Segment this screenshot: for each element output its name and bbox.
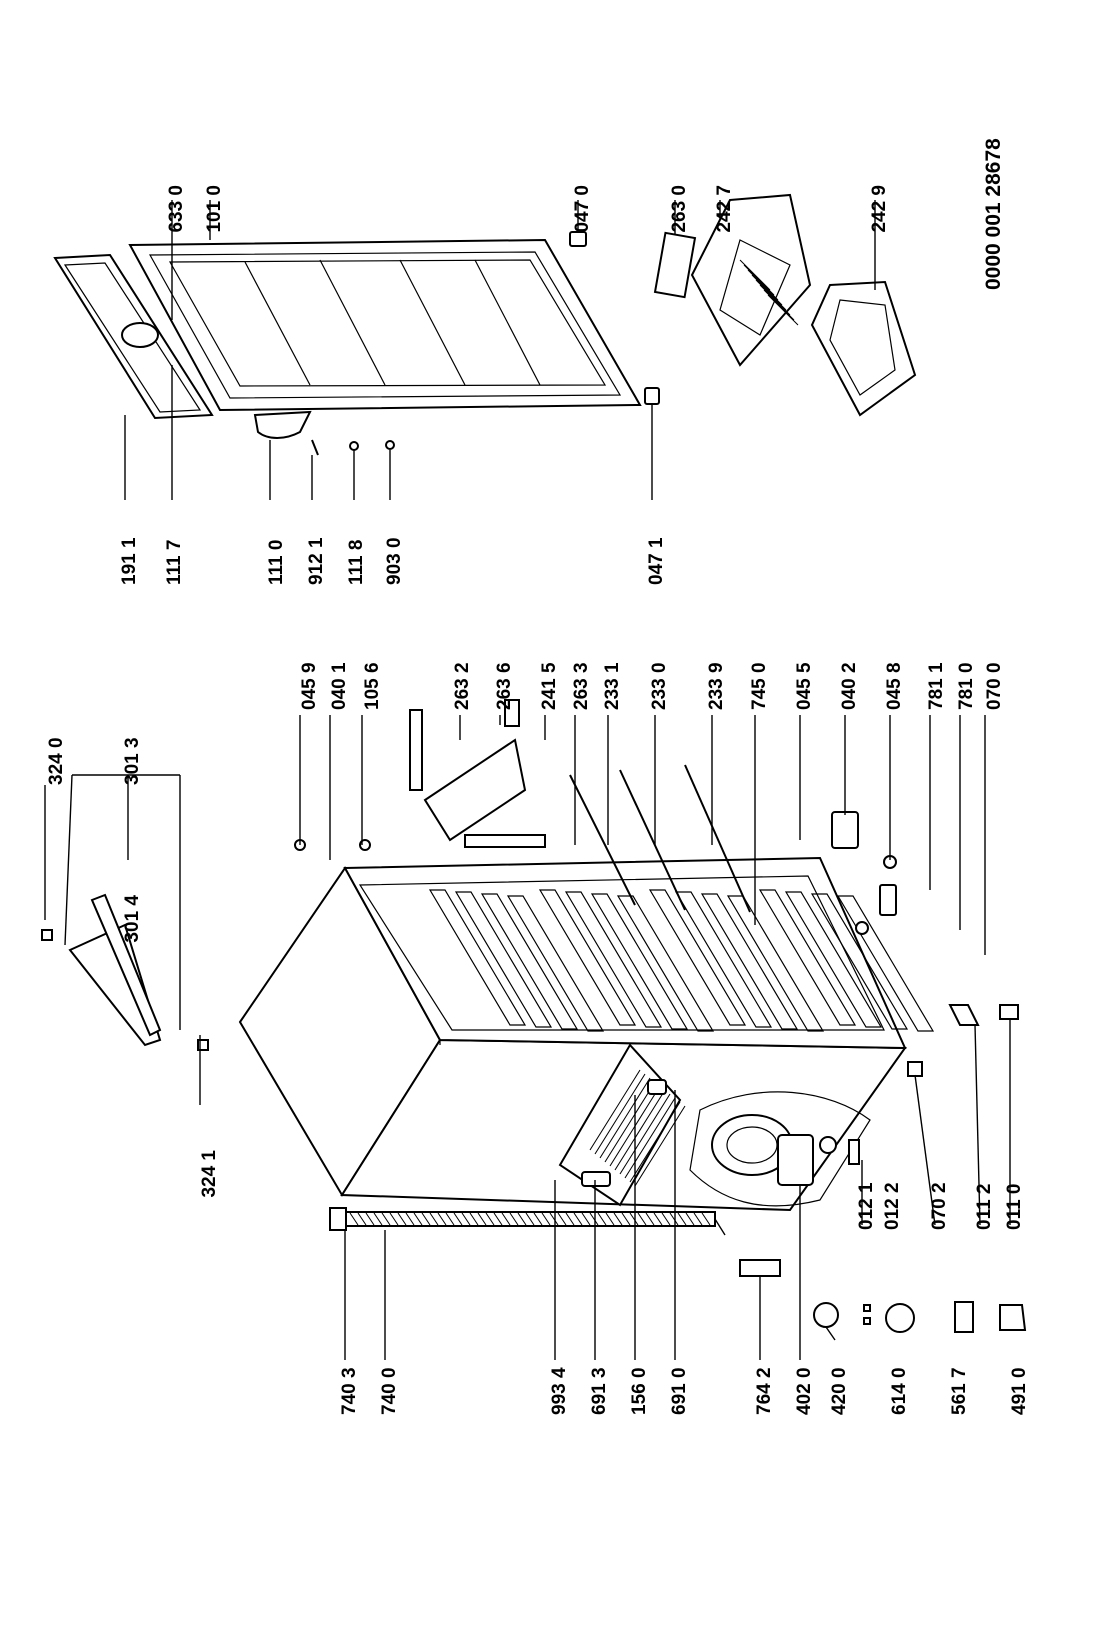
part-label-7811: 781 1: [926, 662, 947, 710]
wire-shelf: [674, 891, 773, 1028]
part-label-3241: 324 1: [199, 1150, 220, 1198]
part-label-3240: 324 0: [46, 737, 67, 785]
part-2415: [423, 738, 527, 842]
wire-shelf: [506, 895, 605, 1032]
wire-shelf: [784, 891, 883, 1028]
wire-shelf: [564, 891, 663, 1028]
part-label-0112: 011 2: [974, 1184, 995, 1231]
evaporator-module: [558, 1043, 686, 1207]
part-label-9030: 903 0: [384, 537, 405, 585]
part-label-3014: 301 4: [122, 895, 143, 943]
part-label-1560: 156 0: [629, 1367, 650, 1415]
part-label-0122: 012 2: [882, 1182, 903, 1230]
part-label-1010: 101 0: [204, 185, 225, 233]
part-label-1110: 111 0: [266, 540, 287, 585]
part-label-2427: 242 7: [714, 185, 735, 233]
part-label-2415: 241 5: [539, 662, 560, 710]
door-badge: [121, 322, 159, 348]
part-label-0459: 045 9: [299, 662, 320, 710]
part-label-1117: 111 7: [164, 540, 185, 585]
inner-shelves: [428, 889, 935, 1032]
door-assembly: [53, 231, 660, 456]
part-label-0402: 040 2: [839, 662, 860, 710]
part-label-7403: 740 3: [339, 1367, 360, 1415]
part-label-0110: 011 0: [1004, 1184, 1025, 1231]
wire-shelf: [648, 889, 747, 1026]
part-2632: [409, 709, 423, 791]
wire-shelf: [758, 889, 857, 1026]
part-label-7810: 781 0: [956, 662, 977, 710]
part-label-9121: 912 1: [306, 537, 327, 585]
part-label-0121: 012 1: [856, 1182, 877, 1230]
part-label-0471: 047 1: [646, 537, 667, 585]
wire-shelf: [810, 893, 909, 1030]
part-label-4020: 402 0: [794, 1367, 815, 1415]
wire-shelf: [454, 891, 553, 1028]
part-label-6330: 633 0: [166, 185, 187, 233]
part-label-7642: 764 2: [754, 1367, 775, 1415]
part-label-2330: 233 0: [649, 662, 670, 710]
part-label-2339: 233 9: [706, 662, 727, 710]
part-label-6140: 614 0: [889, 1367, 910, 1415]
wire-shelf: [616, 895, 715, 1032]
part-label-1118: 111 8: [346, 540, 367, 585]
compressor-compartment: [689, 1091, 871, 1207]
leader-lines: [44, 200, 1011, 1360]
part-label-7450: 745 0: [749, 662, 770, 710]
part-label-0455: 045 5: [794, 662, 815, 710]
bottom-accessories: [813, 1301, 1027, 1341]
part-2636: [504, 699, 520, 727]
part-label-3013: 301 3: [122, 737, 143, 785]
part-label-7400: 740 0: [379, 1367, 400, 1415]
wire-shelf: [700, 893, 799, 1030]
wire-shelf: [590, 893, 689, 1030]
part-label-2331: 233 1: [602, 662, 623, 710]
part-label-1056: 105 6: [362, 662, 383, 710]
part-7642: [739, 1259, 781, 1277]
condenser-cap: [329, 1207, 347, 1231]
condenser-strip: [329, 1207, 726, 1236]
wire-shelf: [836, 895, 935, 1032]
part-label-0702: 070 2: [929, 1182, 950, 1230]
part-label-0470: 047 0: [572, 185, 593, 233]
top-cover-parts: [41, 774, 209, 1051]
part-label-6913: 691 3: [589, 1367, 610, 1415]
part-label-5617: 561 7: [949, 1367, 970, 1415]
wire-shelf: [480, 893, 579, 1030]
part-label-2633: 263 3: [571, 662, 592, 710]
wire-shelf: [538, 889, 637, 1026]
part-label-2630: 263 0: [669, 185, 690, 233]
freezer-baskets: [653, 193, 917, 417]
wire-shelf: [726, 895, 825, 1032]
part-label-0458: 045 8: [884, 662, 905, 710]
part-label-2632: 263 2: [452, 662, 473, 710]
part-label-6910: 691 0: [669, 1367, 690, 1415]
part-label-1911: 191 1: [119, 537, 140, 585]
part-label-4200: 420 0: [829, 1367, 850, 1415]
part-label-2429: 242 9: [869, 185, 890, 233]
door-small-parts: [294, 699, 1019, 1277]
part-label-0700: 070 0: [984, 662, 1005, 710]
part-label-0401: 040 1: [329, 662, 350, 710]
part-labels: 324 0 301 3 301 4 324 1 045 9 040 1 105 6 263 2…: [46, 185, 1030, 1415]
part-label-2636: 263 6: [494, 662, 515, 710]
part-label-9934: 993 4: [549, 1367, 570, 1415]
document-number: 0000 001 28678: [982, 138, 1005, 290]
wire-shelf: [428, 889, 527, 1026]
part-2633: [464, 834, 546, 848]
part-label-4910: 491 0: [1009, 1367, 1030, 1415]
